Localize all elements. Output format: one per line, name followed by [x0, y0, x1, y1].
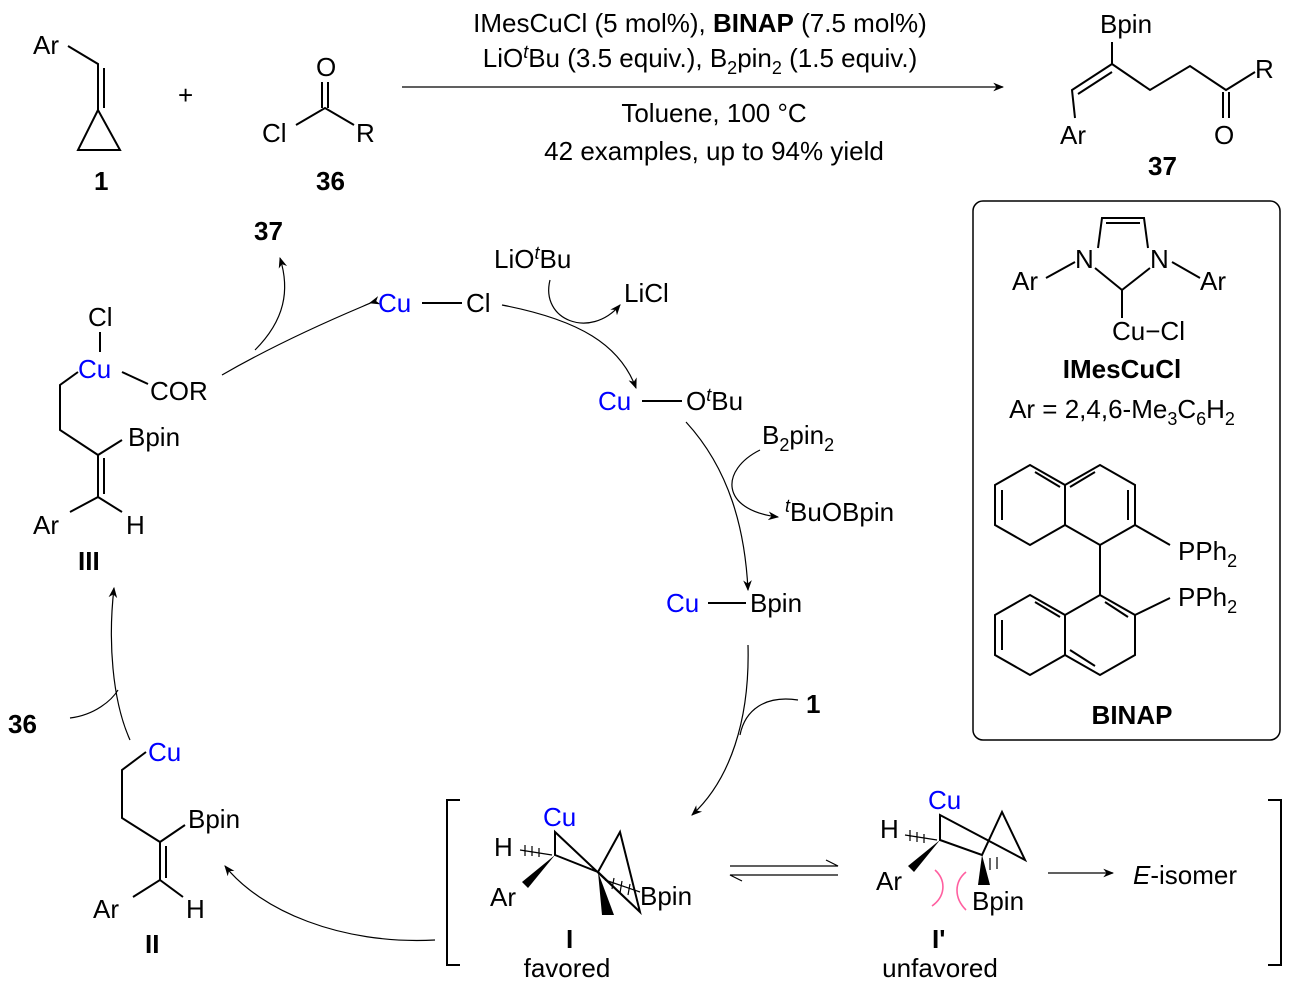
pph2-label: PPh2	[1178, 582, 1237, 617]
release-arrow	[254, 256, 288, 351]
intermediate-III: Cl Cu COR Bpin Ar H III	[33, 302, 208, 576]
nitrogen-label: N	[1075, 244, 1094, 274]
imescucl-structure: N N Ar Ar Cu−Cl IMesCuCl Ar = 2,4,6-Me3C…	[1009, 217, 1235, 429]
h-label: H	[880, 814, 899, 844]
substrate-entry-arrow	[739, 698, 799, 736]
compound-label: 37	[1148, 151, 1177, 181]
conditions-line-4: 42 examples, up to 94% yield	[544, 136, 884, 166]
product-37-label: 37	[254, 216, 283, 246]
ar-label: Ar	[1200, 266, 1226, 296]
conditions-line-3: Toluene, 100 °C	[621, 98, 806, 128]
reactant-36: O Cl R 36	[262, 52, 375, 196]
cu-label: Cu	[378, 288, 411, 318]
ar-label: Ar	[93, 894, 119, 924]
cl-label: Cl	[466, 288, 491, 318]
transmetalation-arrow	[731, 449, 780, 521]
equilibrium-arrow-forward	[730, 859, 839, 867]
intermediate-label: I'	[932, 924, 945, 954]
cu-label: Cu	[928, 785, 961, 815]
otbu-label: OtBu	[686, 385, 743, 416]
conditions-line-2: LiOtBu (3.5 equiv.), B2pin2 (1.5 equiv.)	[483, 42, 918, 78]
intermediate-label: III	[78, 546, 100, 576]
cycle-arrow-cucl-to-cuotbu	[501, 304, 637, 390]
ar-label: Ar	[33, 510, 59, 540]
ar-label: Ar	[33, 30, 59, 60]
compound-label: 36	[316, 166, 345, 196]
cubpin-species: Cu Bpin	[666, 588, 802, 618]
acyl-chloride-36-label: 36	[8, 709, 37, 739]
ar-label: Ar	[1012, 266, 1038, 296]
binap-name: BINAP	[1092, 700, 1173, 730]
tbuobpin-label: tBuOBpin	[785, 496, 894, 527]
cu-label: Cu	[666, 588, 699, 618]
intermediate-II: Cu Bpin Ar H II	[93, 737, 240, 959]
liotbu-label: LiOtBu	[494, 243, 571, 274]
bpin-label: Bpin	[128, 422, 180, 452]
b2pin2-label: B2pin2	[762, 420, 834, 455]
plus-sign: +	[178, 80, 193, 110]
cu-label: Cu	[148, 737, 181, 767]
cycle-arrow-II-to-III	[108, 586, 131, 741]
ligand-exchange-arrow	[548, 279, 621, 324]
cucl-label: Cu−Cl	[1112, 316, 1185, 346]
left-bracket	[446, 799, 460, 966]
bpin-label: Bpin	[640, 881, 692, 911]
cu-label: Cu	[543, 802, 576, 832]
ar-label: Ar	[1060, 120, 1086, 150]
e-isomer-label: E-isomer	[1133, 860, 1237, 890]
chlorine-label: Cl	[262, 118, 287, 148]
r-label: R	[356, 118, 375, 148]
h-label: H	[186, 894, 205, 924]
cu-label: Cu	[598, 386, 631, 416]
compound-label: 1	[94, 166, 108, 196]
cycle-arrow-cubpin-to-I	[691, 644, 749, 816]
conditions-line-1: IMesCuCl (5 mol%), BINAP (7.5 mol%)	[473, 8, 927, 38]
cycle-arrow-iii-to-cucl	[221, 296, 381, 376]
bpin-label: Bpin	[1100, 9, 1152, 39]
licl-label: LiCl	[624, 278, 669, 308]
h-label: H	[126, 510, 145, 540]
ar-label: Ar	[490, 882, 516, 912]
h-label: H	[494, 832, 513, 862]
steric-clash-mark	[956, 871, 967, 911]
cu-label: Cu	[78, 354, 111, 384]
catalyst-box	[972, 200, 1281, 741]
imescucl-name: IMesCuCl	[1063, 354, 1181, 384]
cl-label: Cl	[88, 302, 113, 332]
bpin-label: Bpin	[972, 886, 1024, 916]
r-label: R	[1255, 54, 1274, 84]
ar-label: Ar	[876, 866, 902, 896]
reactant-1: Ar 1	[33, 30, 122, 196]
steric-clash-mark	[931, 869, 944, 907]
nitrogen-label: N	[1150, 244, 1169, 274]
intermediate-I-prime: Cu H Ar Bpin I' unfavored	[876, 785, 1028, 983]
unfavored-note: unfavored	[882, 953, 998, 983]
pph2-label: PPh2	[1178, 536, 1237, 571]
bpin-label: Bpin	[750, 588, 802, 618]
favored-note: favored	[524, 953, 611, 983]
cycle-arrow-I-to-II	[224, 865, 436, 942]
cucl-species: Cu Cl	[378, 288, 491, 318]
oxygen-label: O	[1214, 120, 1234, 150]
intermediate-label: II	[145, 929, 159, 959]
ar-definition: Ar = 2,4,6-Me3C6H2	[1009, 394, 1235, 429]
acyl-entry-arrow	[69, 689, 119, 719]
cor-label: COR	[150, 376, 208, 406]
product-37: Bpin Ar O R 37	[1060, 9, 1274, 181]
intermediate-I: Cu H Ar Bpin I favored	[490, 802, 692, 983]
reaction-conditions: IMesCuCl (5 mol%), BINAP (7.5 mol%) LiOt…	[473, 8, 927, 166]
cycle-arrow-cuotbu-to-cubpin	[685, 421, 752, 592]
cuotbu-species: Cu OtBu	[598, 385, 743, 416]
binap-structure: PPh2 PPh2 BINAP	[994, 463, 1237, 730]
substrate-1-label: 1	[806, 689, 820, 719]
intermediate-label: I	[566, 924, 573, 954]
oxygen-label: O	[316, 52, 336, 82]
right-bracket	[1268, 799, 1282, 966]
equilibrium-arrow-back	[729, 874, 838, 882]
bpin-label: Bpin	[188, 804, 240, 834]
